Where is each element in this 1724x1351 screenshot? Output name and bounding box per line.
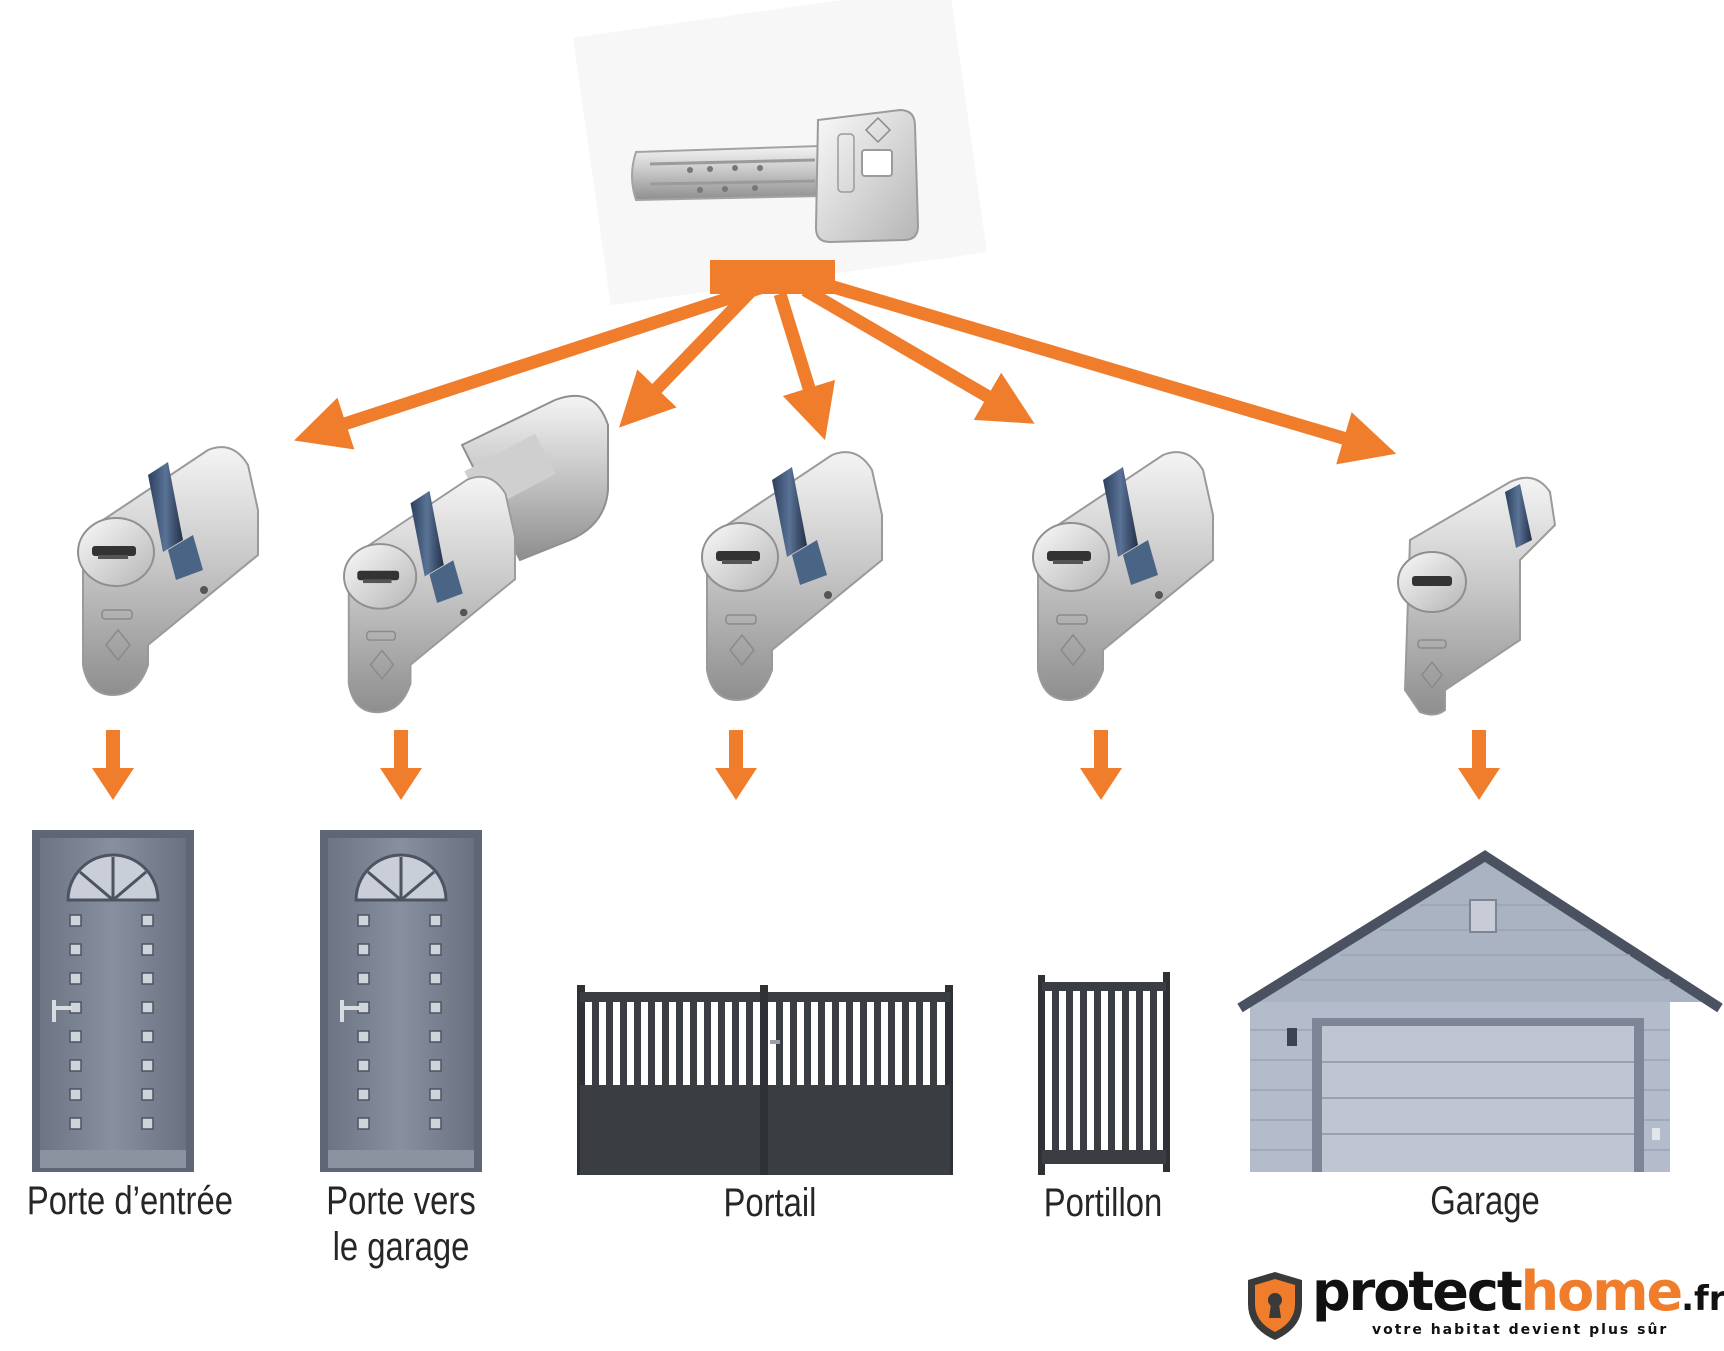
down-arrow-5: [1458, 730, 1500, 800]
cylinder-3: [701, 451, 883, 701]
distribution-arrows: [294, 260, 1397, 465]
shield-lock-icon: [1248, 1272, 1302, 1340]
key-illustration: [573, 0, 987, 306]
cylinder-5-half: [1397, 476, 1557, 716]
arrow-to-cylinder-1: [294, 281, 763, 450]
down-arrows: [92, 730, 1500, 800]
label-door-to-garage: Porte vers le garage: [315, 1178, 487, 1270]
logo-wordmark: protecthome.fr: [1312, 1260, 1724, 1323]
logo-tagline: votre habitat devient plus sûr: [1372, 1322, 1669, 1338]
cylinder-2-knob: [343, 395, 609, 714]
arrow-to-cylinder-4: [801, 284, 1035, 424]
arrow-hub: [710, 260, 835, 294]
cylinder-4: [1032, 451, 1214, 701]
logo-word-home: home: [1520, 1260, 1683, 1323]
arrow-to-cylinder-5: [828, 279, 1397, 465]
down-arrow-3: [715, 730, 757, 800]
label-front-door-line-1: Porte d’entrée: [26, 1179, 233, 1223]
garage-door-entry: [320, 830, 482, 1172]
logo-word-fr: .fr: [1681, 1279, 1724, 1319]
label-door-to-garage-line-1: Porte vers: [326, 1179, 476, 1223]
label-wicket-gate-line-1: Portillon: [1043, 1181, 1163, 1225]
arrow-to-cylinder-2: [619, 287, 755, 428]
label-door-to-garage-line-2: le garage: [332, 1225, 470, 1269]
label-gate-line-1: Portail: [723, 1181, 817, 1225]
arrow-to-cylinder-3: [773, 292, 836, 441]
label-wicket-gate: Portillon: [1017, 1180, 1189, 1226]
gate: [577, 985, 953, 1175]
label-gate: Portail: [684, 1180, 856, 1226]
down-arrow-2: [380, 730, 422, 800]
label-front-door: Porte d’entrée: [26, 1178, 233, 1224]
garage-building: [1237, 850, 1723, 1172]
label-garage: Garage: [1399, 1178, 1571, 1224]
label-garage-line-1: Garage: [1430, 1179, 1540, 1223]
cylinder-1: [77, 446, 259, 696]
wicket-gate: [1038, 972, 1170, 1175]
logo-word-protect: protect: [1312, 1260, 1523, 1323]
protecthome-logo: protecthome.fr votre habitat devient plu…: [1244, 1260, 1724, 1346]
down-arrow-1: [92, 730, 134, 800]
front-door: [32, 830, 194, 1172]
down-arrow-4: [1080, 730, 1122, 800]
